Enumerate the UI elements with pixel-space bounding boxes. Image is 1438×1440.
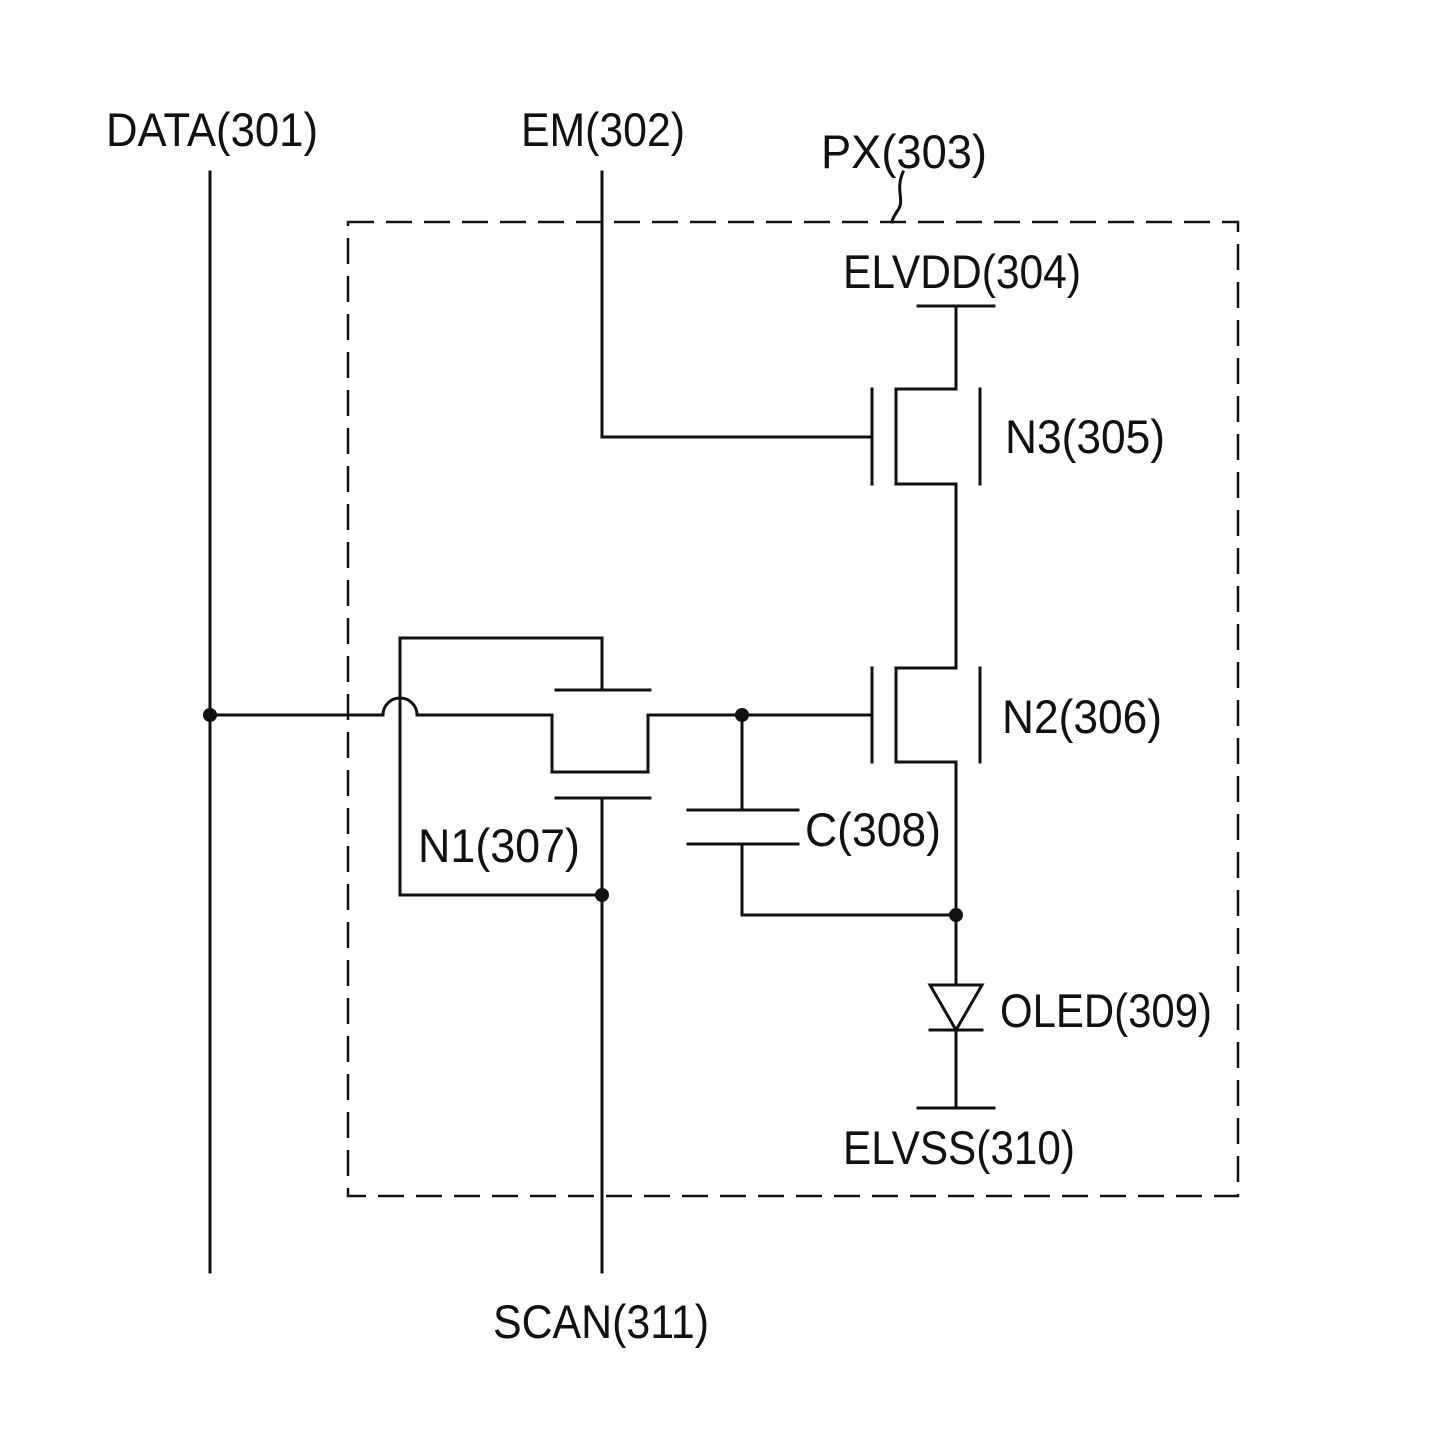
- n1-label: N1(307): [418, 819, 580, 872]
- em-line: [602, 172, 872, 437]
- n2-label: N2(306): [1002, 690, 1162, 743]
- oled-diode-triangle: [930, 985, 982, 1030]
- pixel-label: PX(303): [821, 125, 987, 178]
- oled-node-dot: [949, 908, 963, 922]
- scan-line-label: SCAN(311): [493, 1295, 709, 1348]
- em-line-label: EM(302): [521, 103, 685, 156]
- elvdd-label: ELVDD(304): [843, 245, 1081, 298]
- elvss-label: ELVSS(310): [843, 1121, 1075, 1174]
- pixel-leader-line: [892, 172, 903, 222]
- capacitor-label: C(308): [805, 803, 941, 856]
- data-to-n1-wire: [210, 698, 742, 772]
- oled-label: OLED(309): [1000, 984, 1212, 1037]
- n3-label: N3(305): [1005, 410, 1165, 463]
- data-line-label: DATA(301): [106, 103, 318, 156]
- scan-junction-dot: [595, 888, 609, 902]
